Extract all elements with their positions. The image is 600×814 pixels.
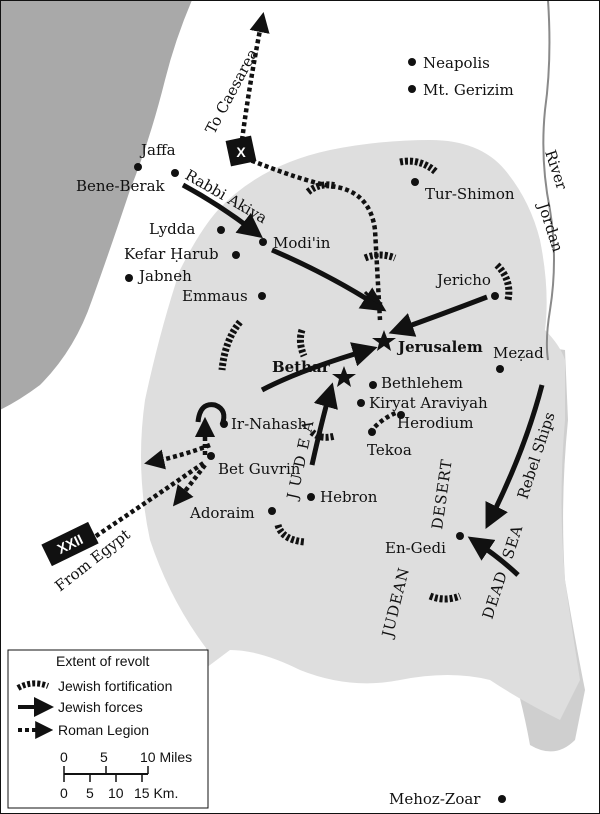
label-modiin: Modi'in: [273, 234, 331, 252]
route-to-caesarea: [239, 12, 270, 141]
legion-x-label: X: [236, 144, 246, 160]
label-kefar-harub: Kefar Ḥarub: [124, 245, 219, 263]
label-mt-gerizim: Mt. Gerizim: [423, 81, 514, 99]
jerusalem-star: [372, 330, 396, 351]
route-x-to-jerusalem: [244, 155, 383, 321]
force-bethar: [260, 342, 378, 393]
label-neapolis: Neapolis: [423, 54, 490, 72]
legend-forces: Jewish forces: [58, 699, 143, 715]
label-tur-shimon: Tur-Shimon: [425, 185, 515, 203]
label-jaffa: Jaffa: [139, 141, 176, 159]
scale-km-0: 0: [60, 785, 68, 801]
force-rabbi-akiva: [181, 182, 263, 239]
label-mehoz-zoar: Mehoz-Zoar: [389, 790, 481, 808]
jewish-forces-routes: [181, 182, 545, 577]
scale-bar: 0 5 10 Miles 0 5 10 15 Km.: [60, 749, 192, 801]
scale-miles-5: 5: [100, 749, 108, 765]
modiin-link: [363, 290, 383, 306]
revolt-region: [141, 140, 580, 720]
label-bene-berak: Bene-Berak: [76, 177, 166, 195]
label-bethar: Bethar: [272, 358, 331, 376]
label-jerusalem: Jerusalem: [396, 338, 483, 356]
label-bethlehem: Bethlehem: [381, 374, 463, 392]
scale-miles-10: 10 Miles: [140, 749, 192, 765]
place-labels: Neapolis Mt. Gerizim Jaffa Bene-Berak Tu…: [76, 54, 544, 808]
label-emmaus: Emmaus: [182, 287, 248, 305]
scale-miles-0: 0: [60, 749, 68, 765]
force-ir-nahash-loop: [195, 402, 227, 426]
force-dead-sea: [467, 536, 520, 577]
label-lydda: Lydda: [149, 220, 195, 238]
legend-fortification-swatch: [16, 680, 50, 691]
scale-km-10: 10: [108, 785, 124, 801]
label-mezad: Meẓad: [493, 344, 544, 362]
legion-x-marker: X: [225, 135, 257, 167]
label-adoraim: Adoraim: [189, 504, 255, 522]
mediterranean-sea: [0, 0, 192, 410]
label-jabneh: Jabneh: [137, 267, 192, 285]
label-kiryat-araviyah: Kiryat Araviyah: [369, 394, 488, 412]
label-ir-nahash: Ir-Nahash: [231, 415, 308, 433]
legend-fortification: Jewish fortification: [58, 678, 172, 694]
route-guvrin-south: [172, 463, 207, 507]
label-tekoa: Tekoa: [367, 441, 412, 459]
label-hebron: Hebron: [320, 488, 378, 506]
star-markers: [332, 330, 396, 387]
label-herodium: Herodium: [397, 414, 473, 432]
scale-km-15: 15 Km.: [134, 785, 178, 801]
route-guvrin-west: [144, 442, 211, 470]
force-hebron-north: [309, 382, 338, 466]
force-jericho-jerusalem: [388, 294, 488, 337]
legend: Extent of revolt Jewish fortification Je…: [7, 649, 209, 809]
label-bet-guvrin: Bet Guvrin: [218, 460, 301, 478]
label-jericho: Jericho: [435, 271, 491, 289]
river-jordan: [542, 0, 555, 361]
label-en-gedi: En-Gedi: [385, 539, 446, 557]
scale-km-5: 5: [86, 785, 94, 801]
jewish-fortifications: [218, 157, 513, 603]
force-modiin-jerusalem: [271, 247, 387, 312]
bethar-star: [332, 366, 356, 387]
legend-title: Extent of revolt: [56, 653, 149, 669]
label-to-caesarea: To Caesarea: [202, 46, 262, 137]
route-xxii-north: [88, 460, 207, 542]
force-rebel-ships: [485, 384, 545, 529]
legend-legion: Roman Legion: [58, 722, 149, 738]
city-dots: [125, 58, 506, 803]
